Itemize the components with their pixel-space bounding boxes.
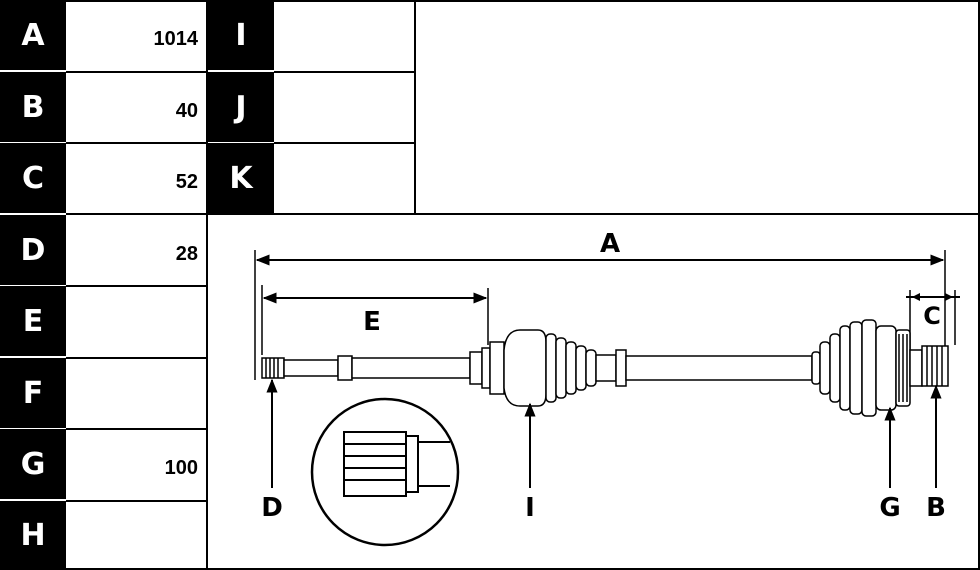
label-e: E: [363, 307, 381, 337]
grid-line: [978, 0, 980, 570]
key-cell-b: B: [0, 72, 66, 142]
label-g: G: [879, 493, 900, 523]
key-label-e: E: [22, 303, 44, 339]
key-cell-d: D: [0, 215, 66, 285]
value-a: 1014: [153, 28, 199, 50]
grid-line: [66, 142, 208, 144]
key-label-k: K: [229, 160, 253, 196]
callout-d: D: [261, 378, 283, 523]
label-c: C: [923, 302, 941, 330]
grid-line: [0, 568, 980, 570]
grid-line: [66, 71, 208, 73]
key-label-i: I: [235, 17, 247, 53]
key-label-c: C: [21, 160, 45, 196]
label-d: D: [261, 493, 283, 523]
callout-i: I: [524, 402, 536, 523]
key-label-d: D: [20, 232, 46, 268]
grid-line: [66, 357, 208, 359]
grid-line: [66, 213, 980, 215]
key-cell-c: C: [0, 143, 66, 213]
key-label-j: J: [235, 89, 247, 125]
key-cell-h: H: [0, 501, 66, 570]
value-b: 40: [175, 100, 198, 122]
callout-g: G: [879, 406, 901, 523]
value-d: 28: [175, 243, 198, 265]
label-b: B: [926, 493, 946, 523]
value-g: 100: [164, 457, 198, 479]
label-a: A: [600, 229, 620, 259]
key-cell-a: A: [0, 0, 66, 70]
grid-line: [66, 0, 980, 2]
key-cell-e: E: [0, 286, 66, 356]
driveshaft: [261, 319, 949, 417]
key-cell-j: J: [208, 72, 274, 142]
grid-line: [66, 285, 208, 287]
spline-detail-magnifier: [310, 397, 460, 547]
grid-line: [206, 0, 208, 570]
key-label-h: H: [20, 518, 46, 553]
dimension-c: C: [906, 290, 960, 360]
key-label-a: A: [21, 17, 45, 53]
key-cell-k: K: [208, 143, 274, 213]
grid-line: [274, 71, 414, 73]
key-label-b: B: [21, 89, 45, 125]
label-i: I: [525, 493, 535, 523]
key-cell-i: I: [208, 0, 274, 70]
key-label-f: F: [22, 375, 44, 411]
value-c: 52: [175, 171, 198, 193]
grid-line: [66, 428, 208, 430]
dimension-a: A: [254, 229, 946, 380]
grid-line: [414, 0, 416, 215]
key-cell-f: F: [0, 358, 66, 428]
grid-line: [274, 142, 414, 144]
dimension-e: E: [261, 285, 489, 355]
callout-b: B: [926, 384, 946, 523]
key-cell-g: G: [0, 429, 66, 499]
grid-line: [66, 500, 208, 502]
key-label-g: G: [20, 446, 46, 482]
